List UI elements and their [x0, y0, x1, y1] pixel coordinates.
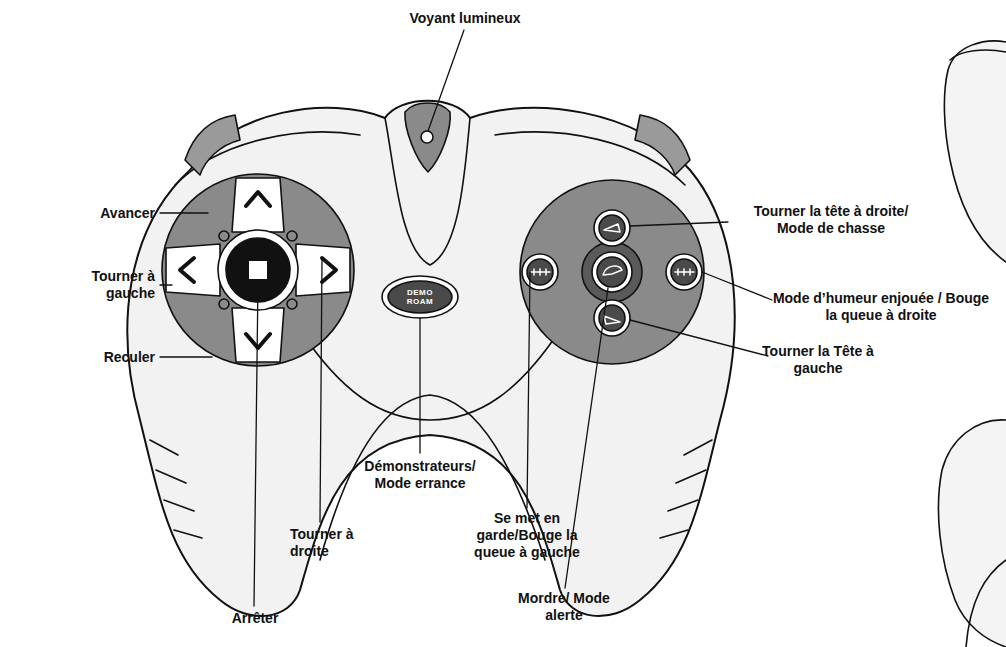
leader-line	[320, 258, 322, 522]
demo-ring	[382, 276, 458, 318]
callout-label: Tourner la Tête à gauche	[762, 343, 874, 377]
side-view	[944, 41, 1006, 262]
pad-hole	[287, 299, 297, 309]
button-icon	[675, 269, 694, 275]
grip-ridges	[660, 440, 712, 538]
leader-line	[428, 30, 464, 131]
action-center	[582, 242, 642, 302]
leader-line	[254, 280, 258, 606]
side-view	[938, 420, 1006, 647]
action-ring	[594, 210, 630, 246]
callout-label: Mordre/ Mode alerte	[518, 590, 610, 624]
callout-label: Se met en garde/Bouge la queue à gauche	[470, 510, 584, 561]
demo-button	[388, 281, 452, 313]
callout-label: Tourner à gauche	[70, 268, 155, 302]
callout-label: Tourner la tête à droite/ Mode de chasse	[735, 203, 927, 237]
leader-line	[160, 356, 212, 357]
callout-label: Mode d’humeur enjouée / Bouge la queue à…	[772, 290, 990, 324]
button-icon	[604, 224, 620, 232]
stop-symbol	[249, 261, 267, 279]
pad-hole	[287, 231, 297, 241]
side-view-detail	[950, 50, 1006, 60]
button-icon	[531, 269, 550, 275]
action-ring	[592, 252, 632, 292]
leader-line	[419, 318, 420, 453]
action-ring	[522, 254, 558, 290]
callout-label: Tourner à droite	[290, 526, 358, 560]
body-seam	[385, 118, 470, 265]
arrow-chevron	[246, 192, 270, 206]
button-text: DEMO ROAM	[402, 288, 438, 306]
button-icon	[604, 316, 620, 324]
leader-line	[630, 320, 768, 356]
pad-hole	[219, 231, 229, 241]
action-ring	[666, 254, 702, 290]
controller-body	[127, 101, 734, 616]
button-icon	[603, 266, 622, 275]
action-button	[671, 259, 697, 285]
action-button	[599, 215, 625, 241]
shoulder-button	[635, 115, 690, 175]
side-view-detail	[966, 560, 1006, 647]
direction-pad	[162, 174, 354, 366]
arrow-key	[166, 244, 220, 296]
led-housing	[405, 103, 450, 172]
leader-line	[630, 222, 728, 226]
callout-label: Arrêter	[215, 610, 295, 627]
callout-label: Voyant lumineux	[395, 10, 535, 27]
arrow-chevron	[180, 258, 194, 282]
leader-line	[702, 272, 772, 300]
grip-ridges	[150, 440, 202, 538]
callout-label: Reculer	[60, 349, 155, 366]
leader-lines	[160, 30, 772, 606]
body-seam	[300, 330, 560, 420]
arrow-key	[296, 244, 350, 296]
arrow-chevron	[246, 334, 270, 348]
callout-label: Démonstrateurs/ Mode errance	[350, 458, 490, 492]
arrow-key	[232, 178, 284, 232]
leader-line	[160, 284, 172, 285]
shoulder-button	[185, 115, 240, 175]
action-pad	[520, 180, 704, 364]
action-ring	[594, 300, 630, 336]
action-button	[597, 257, 627, 287]
arrow-chevron	[322, 258, 336, 282]
pad-hole	[219, 299, 229, 309]
leader-line	[527, 272, 530, 508]
led	[421, 131, 433, 143]
callout-label: Avancer	[60, 205, 155, 222]
action-button	[527, 259, 553, 285]
leader-line	[160, 212, 208, 213]
